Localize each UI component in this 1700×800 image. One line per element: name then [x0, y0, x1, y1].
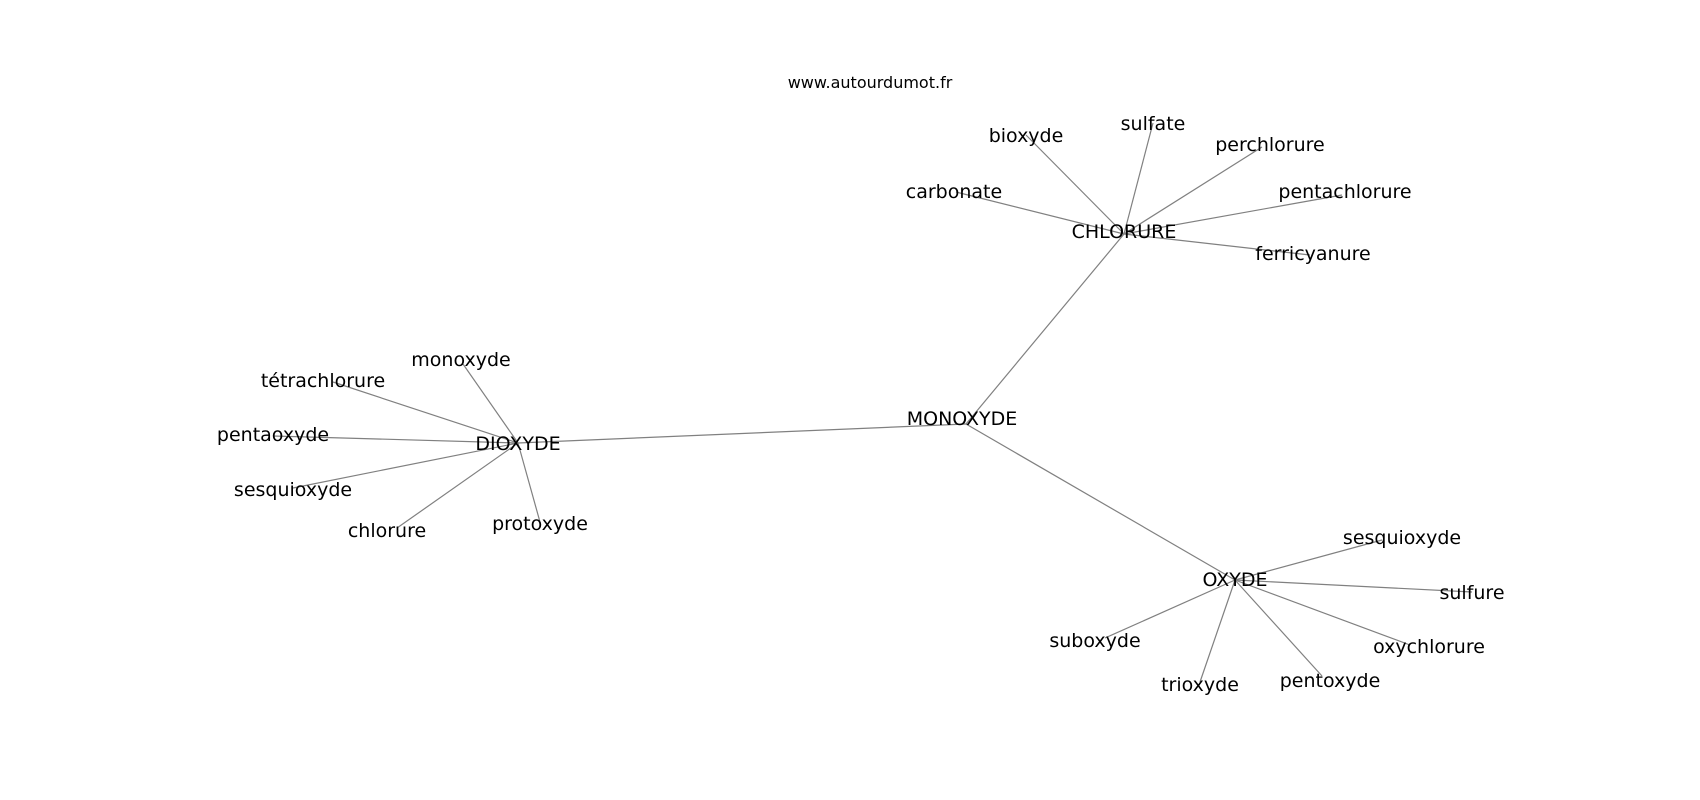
edge-chlorure-sulfate	[1123, 122, 1154, 235]
node-leaf-ferricyanure[interactable]: ferricyanure	[1255, 243, 1370, 265]
edges-layer	[272, 122, 1473, 683]
edge-center-dioxyde	[517, 423, 967, 444]
node-leaf-protoxyde[interactable]: protoxyde	[492, 513, 588, 535]
node-hub-chlorure[interactable]: CHLORURE	[1072, 221, 1177, 243]
node-leaf-carbonate[interactable]: carbonate	[906, 181, 1002, 203]
node-hub-oxyde[interactable]: OXYDE	[1203, 569, 1268, 591]
edge-chlorure-carbonate	[955, 191, 1125, 235]
node-leaf-pentachlorure[interactable]: pentachlorure	[1278, 181, 1411, 203]
node-leaf-sulfate[interactable]: sulfate	[1121, 113, 1186, 135]
edge-dioxyde-pentaoxyde	[272, 435, 519, 444]
edge-dioxyde-chlorure	[396, 442, 519, 529]
node-leaf-pentaoxyde[interactable]: pentaoxyde	[217, 424, 329, 446]
node-leaf-bioxyde[interactable]: bioxyde	[989, 125, 1064, 147]
node-hub-dioxyde[interactable]: DIOXYDE	[475, 433, 560, 455]
edge-chlorure-bioxyde	[1025, 134, 1125, 235]
labels-layer: MONOXYDE CHLORURE bioxyde sulfate perchlorur…	[217, 113, 1505, 696]
edge-chlorure-pentachlorure	[1123, 194, 1343, 235]
edge-dioxyde-tetrachlorure	[332, 381, 519, 444]
node-leaf-suboxyde[interactable]: suboxyde	[1049, 630, 1140, 652]
node-leaf-oxychlorure[interactable]: oxychlorure	[1373, 636, 1485, 658]
edge-chlorure-ferricyanure	[1123, 233, 1311, 256]
node-leaf-monoxyde[interactable]: monoxyde	[411, 349, 510, 371]
edge-oxyde-trioxyde	[1199, 579, 1236, 683]
node-leaf-sesquioxyde[interactable]: sesquioxyde	[1343, 527, 1461, 549]
node-center-monoxyde[interactable]: MONOXYDE	[907, 408, 1018, 430]
watermark-text: www.autourdumot.fr	[788, 73, 953, 92]
node-leaf-tetrachlorure[interactable]: tétrachlorure	[261, 370, 385, 392]
edge-oxyde-suboxyde	[1104, 579, 1236, 639]
edge-chlorure-perchlorure	[1123, 146, 1263, 235]
edge-center-oxyde	[965, 423, 1236, 581]
node-leaf-sulfure[interactable]: sulfure	[1439, 582, 1504, 604]
edge-oxyde-sulfure	[1234, 579, 1473, 593]
node-leaf-perchlorure[interactable]: perchlorure	[1215, 134, 1324, 156]
edge-dioxyde-protoxyde	[517, 442, 541, 523]
node-leaf-pentoxyde[interactable]: pentoxyde	[1280, 670, 1381, 692]
node-leaf-sesquioxyde[interactable]: sesquioxyde	[234, 479, 352, 501]
node-leaf-trioxyde[interactable]: trioxyde	[1161, 674, 1239, 696]
node-leaf-chlorure[interactable]: chlorure	[348, 520, 426, 542]
edge-oxyde-pentoxyde	[1234, 579, 1323, 677]
edge-dioxyde-sesquioxyde	[292, 442, 519, 489]
edge-dioxyde-monoxyde	[462, 363, 519, 444]
edge-oxyde-oxychlorure	[1234, 579, 1411, 646]
edge-center-chlorure	[965, 233, 1125, 425]
edge-oxyde-sesquioxyde	[1234, 539, 1383, 581]
